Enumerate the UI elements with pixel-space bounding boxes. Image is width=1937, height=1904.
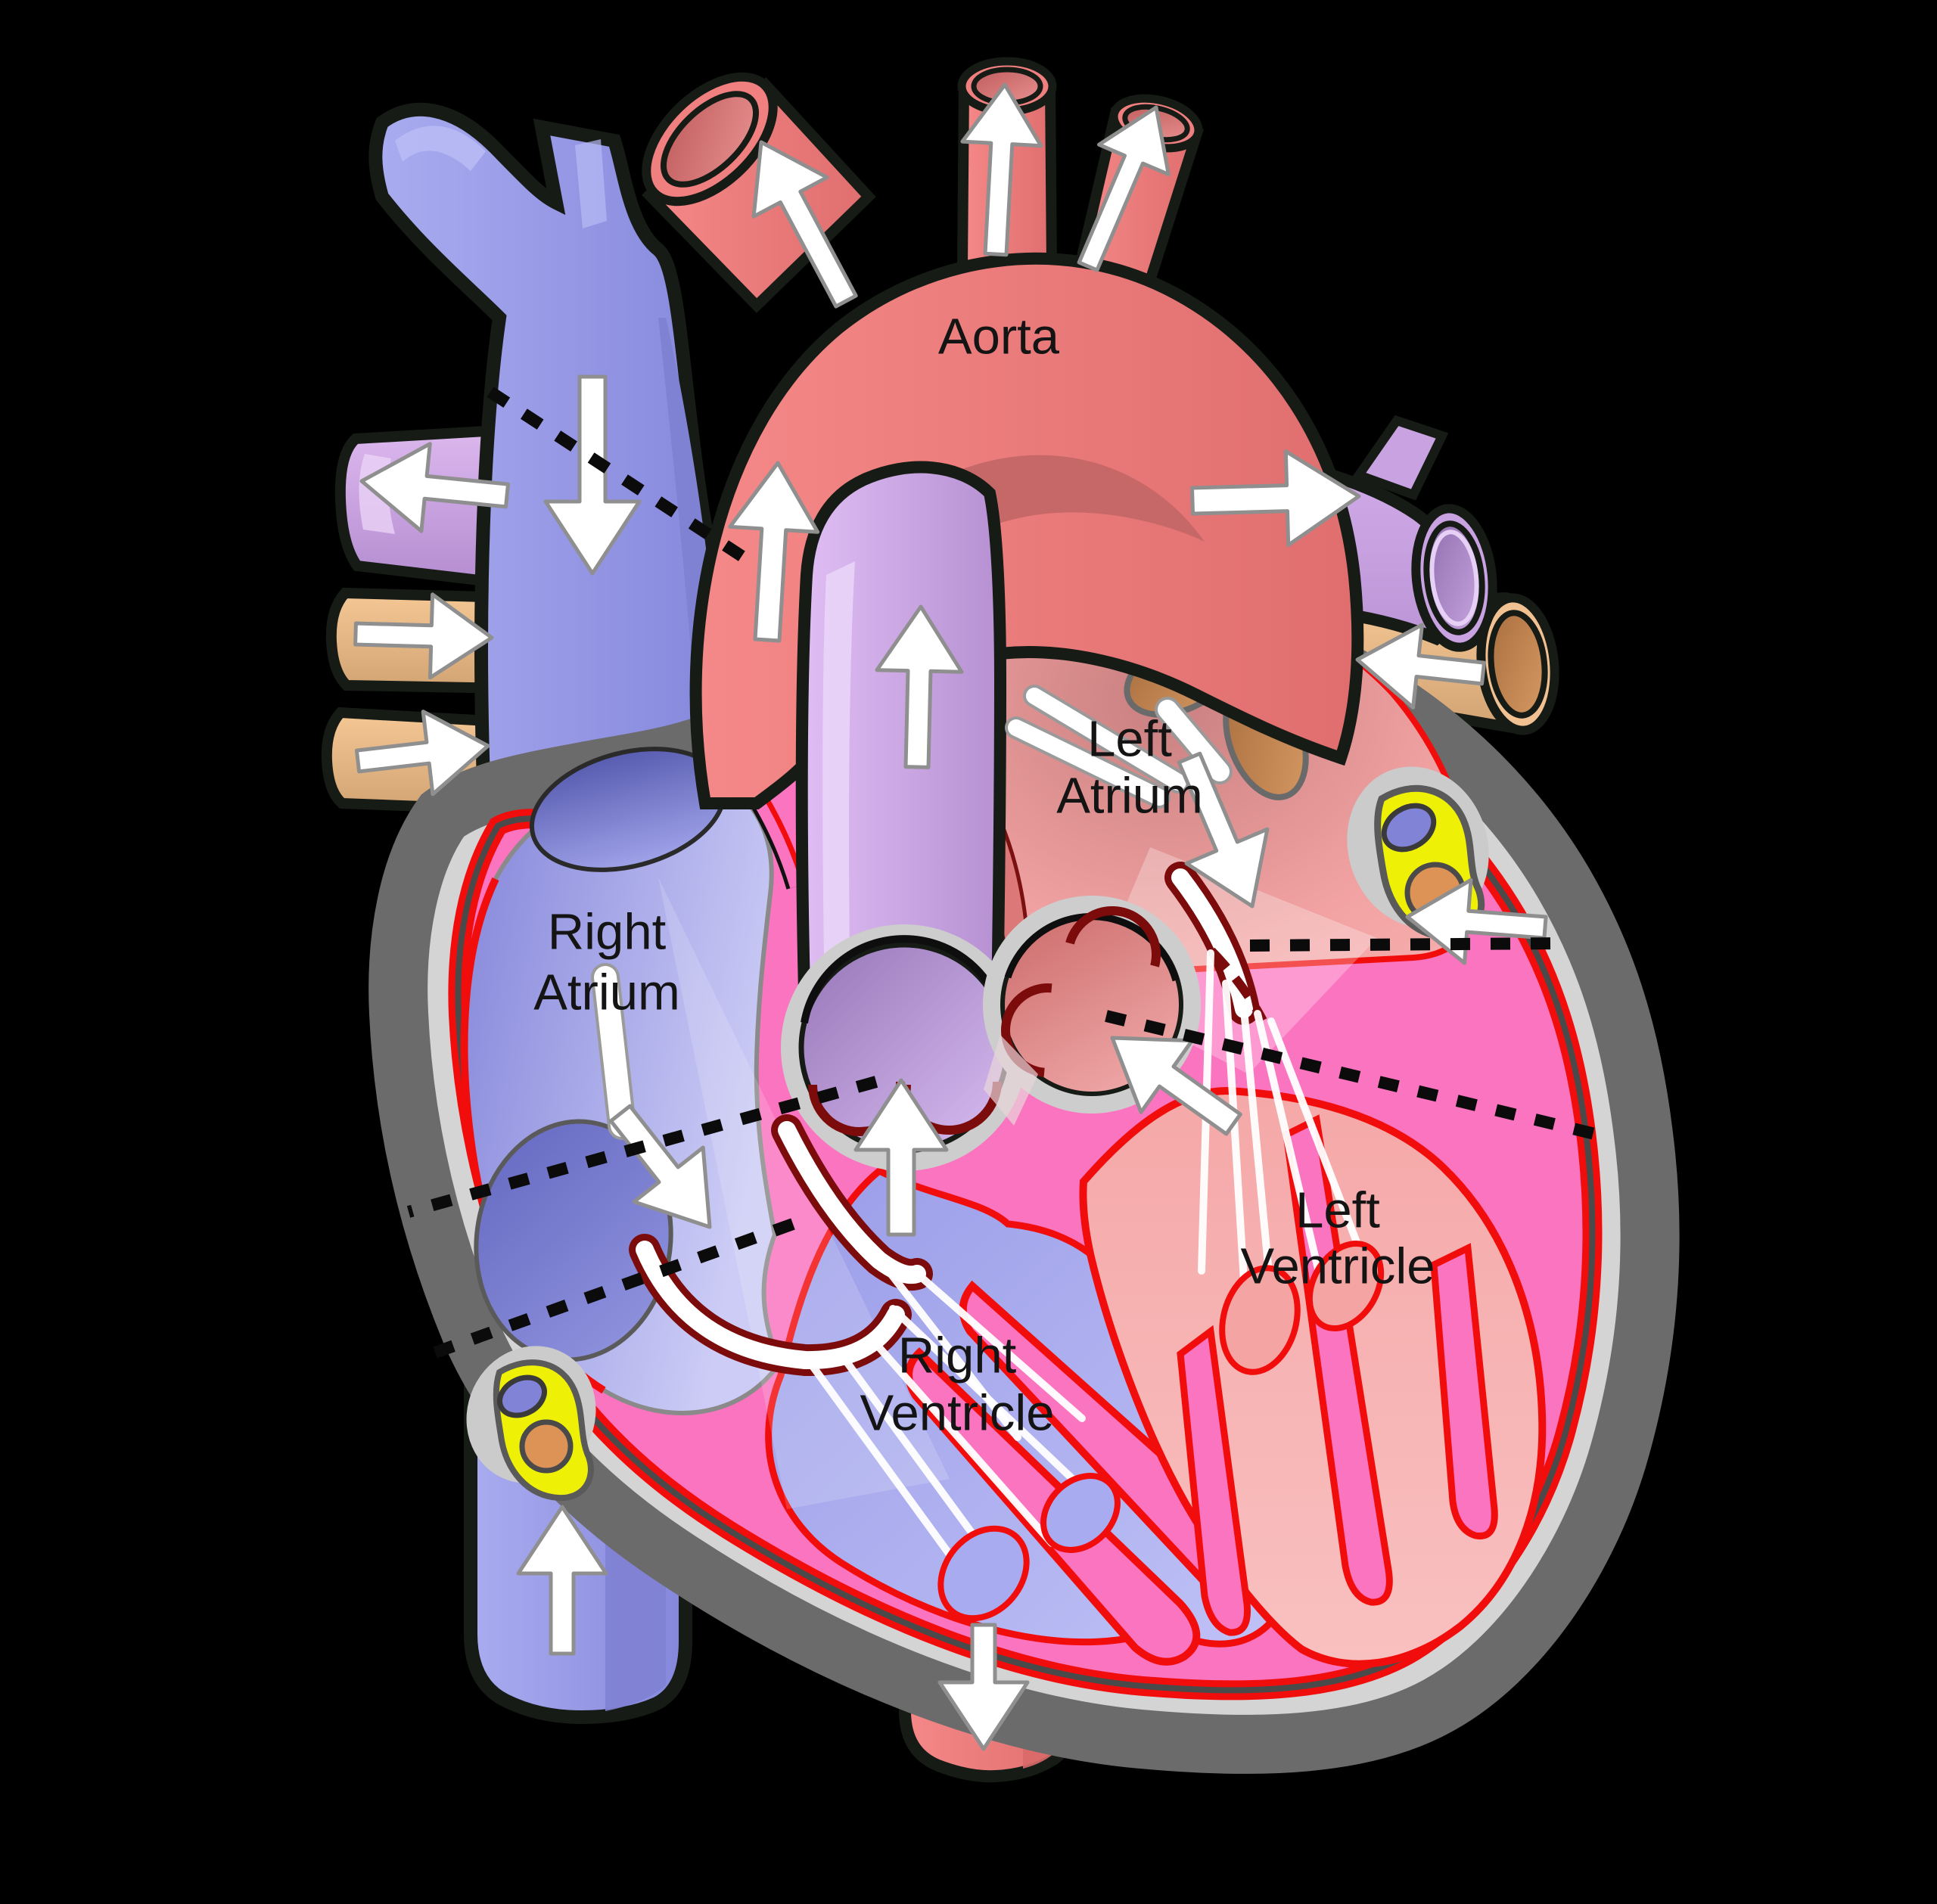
label-left-atrium-line2: Atrium: [1056, 768, 1203, 825]
left-pulmonary-artery-flow-arrow: [1190, 449, 1361, 548]
pulmonary-valve-flow-arrow: [853, 1078, 949, 1237]
pointer-pericardium: [1249, 937, 1562, 952]
right-atrium-flow-arrow: [608, 1104, 712, 1229]
pulmonary-trunk-flow-arrow: [875, 604, 964, 769]
pointer-superior-vena-cava: [487, 387, 760, 571]
left-atrium-flow-tail-1: [1026, 688, 1186, 790]
right-pulmonary-artery-flow-arrow: [359, 442, 510, 533]
labels: Aorta Left Atrium Right Atrium Left Vent…: [533, 309, 1435, 1442]
papillary-muscles: [937, 1240, 1385, 1622]
left-atrium-flow-tail-2: [1008, 719, 1167, 806]
coronary-vein: [1381, 803, 1437, 853]
descending-aorta-flow-arrow: [937, 1623, 1030, 1751]
left-pulmonary-vein-upper-flow-arrow: [1355, 623, 1486, 710]
left-pulmonary-vein-lower-flow-arrow: [1405, 877, 1548, 965]
right-pulmonary-vein-lower-flow-arrow: [354, 710, 490, 797]
label-aorta: Aorta: [938, 309, 1060, 365]
label-left-ventricle-line1: Left: [1295, 1182, 1380, 1239]
chordae-tendineae-right: [803, 1258, 1086, 1573]
trabecula: [1430, 1243, 1498, 1540]
pointer-pulmonary-valve: [406, 1076, 878, 1218]
pulmonary-trunk: [795, 461, 1007, 1035]
left-carotid-artery-flow-arrow: [960, 82, 1043, 257]
left-atrium-flow-tail-3: [1158, 700, 1230, 781]
left-atrium-flow-arrow: [1177, 751, 1270, 909]
right-atrium-flow-tail: [594, 966, 633, 1137]
label-right-atrium-line2: Atrium: [533, 964, 680, 1021]
coronary-vein: [497, 1374, 547, 1418]
blood-flow-arrows: [353, 82, 1548, 1751]
pulmonary-artery-opening: [1411, 504, 1497, 652]
label-right-atrium-line1: Right: [548, 904, 667, 961]
right-pulmonary-vein-upper-flow-arrow: [353, 592, 494, 680]
fibrous-wedge: [984, 1035, 1038, 1126]
valve-cusp: [1065, 906, 1161, 968]
coronary-vessels-left: [466, 1346, 596, 1502]
pulmonary-artery-branch-stub: [1351, 415, 1449, 501]
aortic-valve-flow-arrow: [1110, 1036, 1242, 1136]
valve-cusp: [808, 1084, 911, 1136]
superior-vena-cava-flow-arrow: [543, 374, 642, 576]
coronary-artery: [519, 1419, 574, 1474]
brachiocephalic-artery-flow-arrow: [751, 140, 858, 309]
valve-cusp: [1001, 983, 1052, 1077]
ascending-aorta-flow-arrow: [728, 461, 820, 643]
label-right-ventricle-line1: Right: [898, 1328, 1017, 1384]
pointer-mitral-valve: [1105, 1010, 1600, 1141]
label-right-ventricle-line2: Ventricle: [860, 1385, 1055, 1442]
left-subclavian-artery-flow-arrow: [1077, 105, 1171, 272]
label-left-ventricle-line2: Ventricle: [1241, 1238, 1435, 1295]
trabecula: [1177, 1325, 1251, 1636]
inferior-vena-cava-flow-arrow: [516, 1505, 608, 1656]
arrow-tail-strips: [591, 685, 1233, 1140]
label-left-atrium-line1: Left: [1087, 711, 1172, 768]
dotted-pointer-lines: [406, 387, 1600, 1359]
